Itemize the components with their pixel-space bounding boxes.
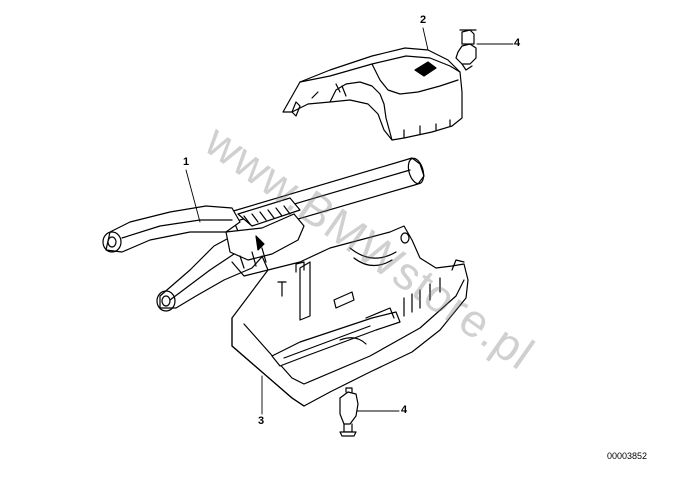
lower-trim-cover (231, 225, 469, 407)
callout-part-4-top: 4 (514, 37, 521, 49)
clip-bottom (339, 387, 359, 437)
steering-column-assembly (102, 157, 425, 312)
callout-part-1: 1 (183, 156, 190, 168)
callout-part-4-bottom: 4 (401, 404, 408, 416)
document-number: 00003852 (607, 451, 648, 461)
upper-trim-cover (282, 47, 463, 141)
callout-part-2: 2 (420, 14, 427, 26)
callout-part-3: 3 (258, 415, 265, 427)
leader-lines (185, 27, 514, 415)
clip-top (455, 29, 477, 71)
